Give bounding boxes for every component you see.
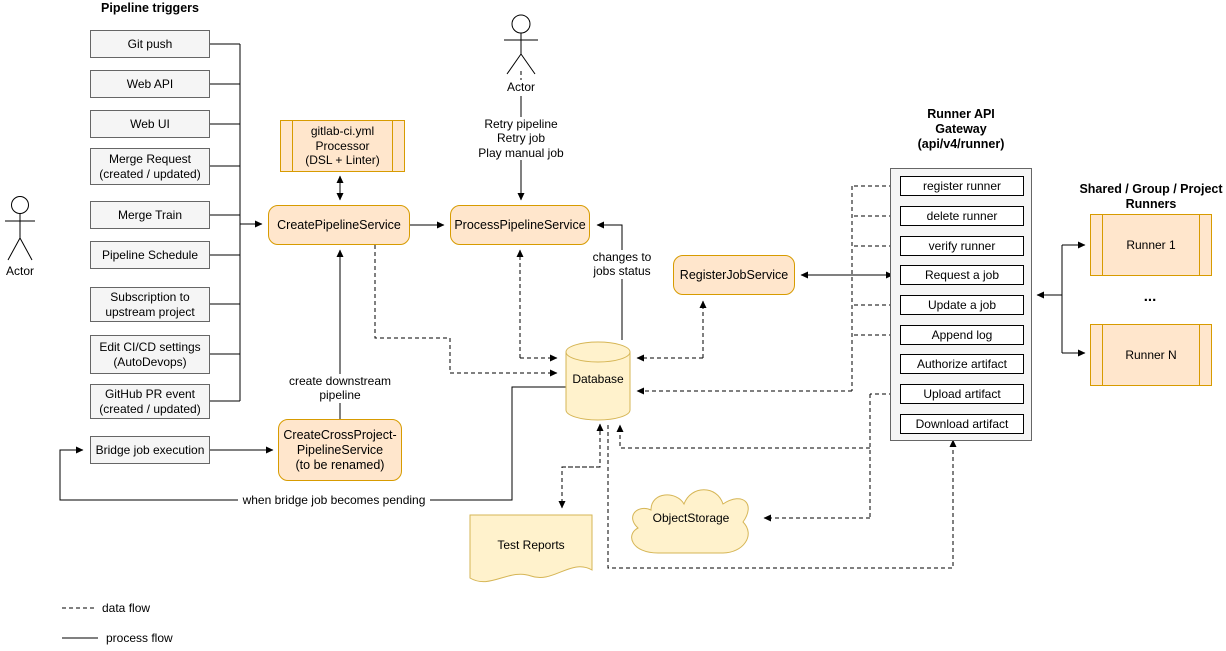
gateway-item-label: Download artifact: [915, 416, 1009, 431]
node-label: Web UI: [130, 116, 170, 131]
database-label: Database: [572, 372, 624, 386]
gateway-item-label: Update a job: [927, 297, 997, 312]
pipeline-triggers-title: Pipeline triggers: [101, 1, 199, 15]
node-runner-n: Runner N: [1090, 324, 1212, 386]
node-create-cross-project-pipeline-service: CreateCrossProject- PipelineService (to …: [278, 419, 402, 481]
node-git-push: Git push: [90, 30, 210, 58]
gateway-item-delete-runner: delete runner: [900, 206, 1024, 226]
database-shape: [565, 341, 631, 421]
legend-samples: [62, 607, 98, 639]
annotation-changes-jobs-status: changes to jobs status: [588, 250, 656, 279]
component-stripe: [1102, 325, 1103, 385]
node-merge-request: Merge Request (created / updated): [90, 148, 210, 185]
node-label: CreatePipelineService: [277, 217, 401, 232]
actor-top-label: Actor: [501, 80, 541, 95]
node-register-job-service: RegisterJobService: [673, 255, 795, 295]
component-stripe: [1199, 325, 1200, 385]
object-storage-label: ObjectStorage: [652, 511, 730, 525]
node-subscription-upstream: Subscription to upstream project: [90, 287, 210, 322]
gateway-item-label: delete runner: [926, 208, 998, 223]
gateway-item-label: register runner: [922, 178, 1002, 193]
gateway-item-label: Authorize artifact: [916, 356, 1008, 371]
legend-process-flow-label: process flow: [106, 631, 173, 645]
component-stripe: [1199, 215, 1200, 275]
node-edit-cicd-settings: Edit CI/CD settings (AutoDevops): [90, 335, 210, 374]
upload-artifact-bus: [869, 393, 900, 518]
node-label: Edit CI/CD settings (AutoDevops): [99, 340, 201, 369]
gateway-item-verify-runner: verify runner: [900, 236, 1024, 256]
gateway-item-label: Upload artifact: [923, 386, 1001, 401]
gateway-item-label: Request a job: [924, 267, 1000, 282]
upload-bus-to-db: [616, 424, 870, 449]
gateway-item-authorize-artifact: Authorize artifact: [900, 354, 1024, 374]
gateway-item-upload-artifact: Upload artifact: [900, 384, 1024, 404]
runners-title: Shared / Group / Project Runners: [1079, 182, 1223, 211]
db-to-process-status: [596, 221, 623, 340]
actor-top-figure: [504, 14, 538, 75]
testreports-to-db: [562, 423, 604, 468]
component-stripe: [292, 121, 293, 171]
gateway-item-label: Append log: [931, 327, 993, 342]
node-gitlab-ci-processor: gitlab-ci.yml Processor (DSL + Linter): [280, 120, 405, 172]
gateway-item-label: verify runner: [928, 238, 996, 253]
node-label: Web API: [126, 76, 174, 91]
node-label: Runner 1: [1126, 237, 1176, 252]
component-stripe: [392, 121, 393, 171]
node-label: CreateCrossProject- PipelineService (to …: [283, 427, 397, 472]
object-storage-shape: [631, 489, 749, 554]
db-to-download-artifact: [607, 425, 957, 569]
node-merge-train: Merge Train: [90, 201, 210, 229]
node-label: RegisterJobService: [679, 267, 789, 282]
gateway-item-download-artifact: Download artifact: [900, 414, 1024, 434]
actor-left-figure: [5, 196, 35, 261]
node-create-pipeline-service: CreatePipelineService: [268, 205, 410, 245]
component-stripe: [1102, 215, 1103, 275]
node-label: gitlab-ci.yml Processor (DSL + Linter): [305, 124, 380, 168]
gateway-item-append-log: Append log: [900, 325, 1024, 345]
node-pipeline-schedule: Pipeline Schedule: [90, 241, 210, 269]
annotation-create-downstream: create downstream pipeline: [288, 374, 392, 403]
node-bridge-job-execution: Bridge job execution: [90, 436, 210, 464]
node-runner-1: Runner 1: [1090, 214, 1212, 276]
gateway-title: Runner API Gateway (api/v4/runner): [917, 107, 1005, 151]
node-web-ui: Web UI: [90, 110, 210, 138]
node-label: Subscription to upstream project: [105, 290, 195, 319]
gateway-item-register-runner: register runner: [900, 176, 1024, 196]
node-label: Pipeline Schedule: [101, 247, 199, 262]
node-process-pipeline-service: ProcessPipelineService: [450, 205, 590, 245]
actor-left-label: Actor: [5, 264, 34, 278]
node-label: Merge Train: [117, 207, 183, 222]
legend-data-flow-label: data flow: [102, 601, 151, 615]
runners-ellipsis: ...: [1143, 288, 1157, 305]
gateway-items-bus: [851, 185, 900, 391]
node-github-pr-event: GitHub PR event (created / updated): [90, 384, 210, 419]
node-web-api: Web API: [90, 70, 210, 98]
data-flow-lines: [374, 71, 957, 569]
db-to-testreports: [558, 466, 600, 509]
node-label: Git push: [127, 36, 173, 51]
trigger-bus-line: [210, 43, 241, 402]
node-label: Bridge job execution: [95, 442, 205, 457]
actor-actions-label: Retry pipeline Retry job Play manual job: [478, 117, 564, 161]
node-label: Merge Request (created / updated): [99, 152, 201, 181]
node-label: Runner N: [1125, 347, 1177, 362]
node-label: GitHub PR event (created / updated): [99, 387, 201, 416]
test-reports-shape: [469, 514, 593, 583]
test-reports-label: Test Reports: [497, 538, 565, 552]
annotation-when-bridge: when bridge job becomes pending: [238, 493, 430, 508]
gateway-item-request-a-job: Request a job: [900, 265, 1024, 285]
node-label: ProcessPipelineService: [454, 217, 586, 232]
create-pipeline-to-db: [374, 245, 558, 377]
gateway-item-update-a-job: Update a job: [900, 295, 1024, 315]
